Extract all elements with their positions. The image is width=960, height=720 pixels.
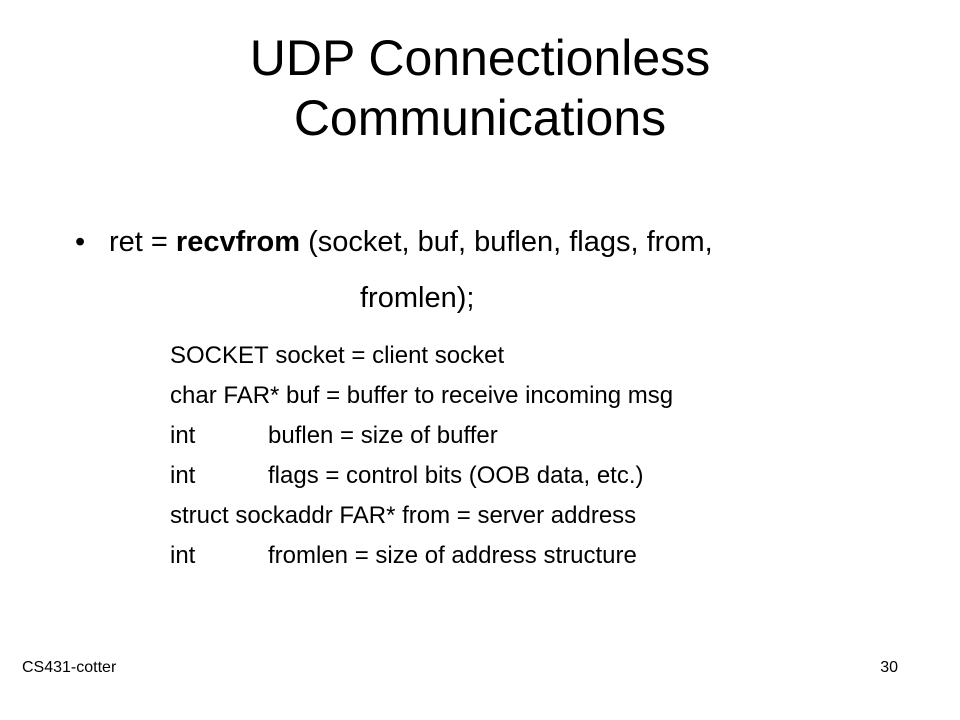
parameter-list: SOCKET socket = client socket char FAR* … (170, 336, 673, 576)
bullet-marker: • (75, 226, 86, 258)
parameter-type: SOCKET (170, 342, 269, 369)
parameter-description: socket = client socket (268, 342, 505, 369)
function-name: recvfrom (175, 226, 301, 258)
parameter-row: int flags = control bits (OOB data, etc.) (170, 456, 673, 496)
parameter-type: int (170, 542, 196, 569)
parameter-row: char FAR* buf = buffer to receive incomi… (170, 376, 673, 416)
parameter-row: SOCKET socket = client socket (170, 336, 673, 376)
parameter-description: buflen = size of buffer (268, 422, 498, 449)
parameter-description: from = server address (395, 502, 637, 529)
bullet-item: • ret = recvfrom (socket, buf, buflen, fl… (75, 220, 713, 264)
parameter-row: int fromlen = size of address structure (170, 536, 673, 576)
parameter-description: flags = control bits (OOB data, etc.) (268, 462, 644, 489)
parameter-type: int (170, 422, 196, 449)
bullet-prefix: ret = (109, 226, 176, 258)
slide-title-line-2: Communications (293, 90, 667, 146)
slide-title: UDP Connectionless Communications (80, 28, 880, 148)
bullet-args-line-1: (socket, buf, buflen, flags, from, (300, 226, 713, 258)
slide-number: 30 (880, 659, 898, 676)
parameter-type: int (170, 462, 196, 489)
parameter-description: buf = buffer to receive incoming msg (279, 382, 674, 409)
parameter-row: struct sockaddr FAR* from = server addre… (170, 496, 673, 536)
parameter-description: fromlen = size of address structure (268, 542, 637, 569)
footer-course-label: CS431-cotter (22, 659, 117, 676)
bullet-args-line-2: fromlen); (360, 282, 475, 314)
parameter-type: struct sockaddr FAR* (170, 502, 396, 529)
parameter-type: char FAR* (170, 382, 280, 409)
parameter-row: int buflen = size of buffer (170, 416, 673, 456)
slide-title-line-1: UDP Connectionless (249, 30, 711, 86)
